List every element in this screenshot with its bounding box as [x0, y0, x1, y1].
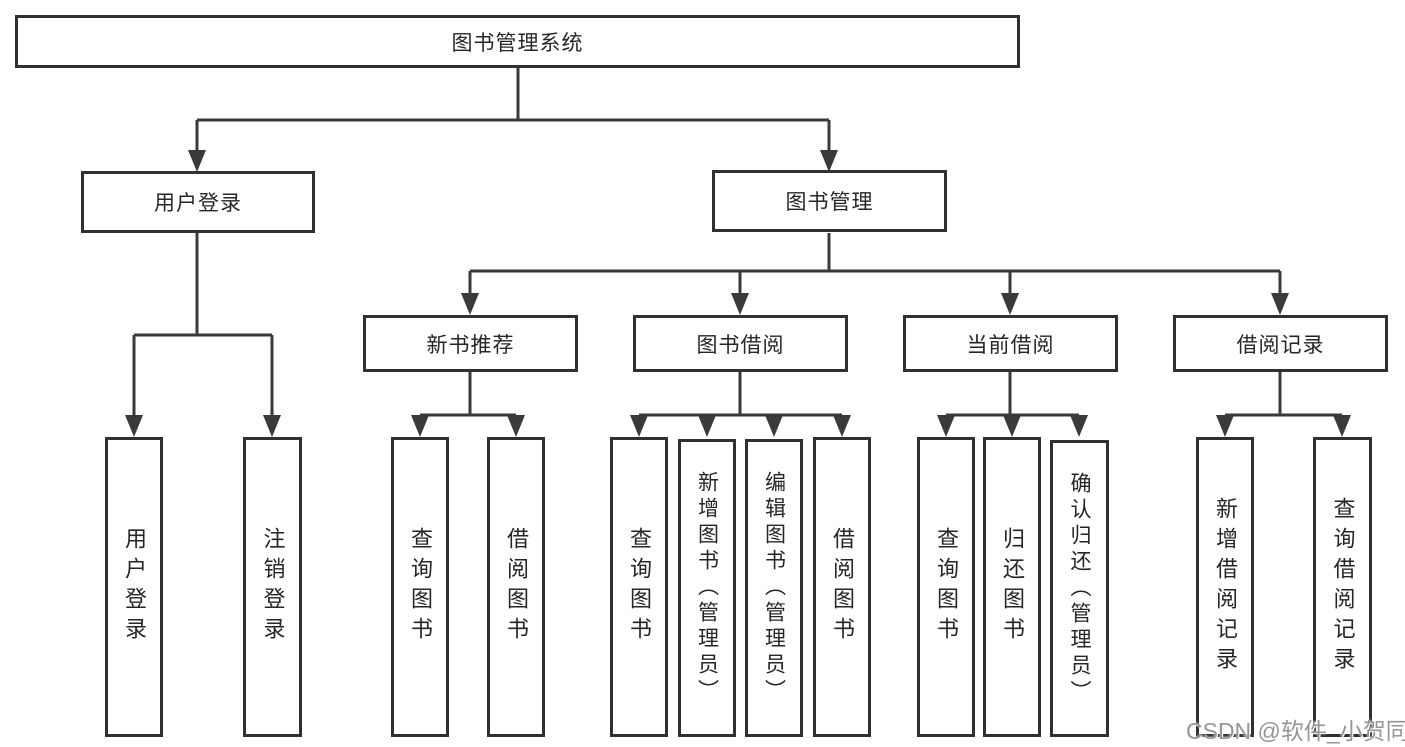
arrowheads	[125, 150, 1351, 437]
node-leaf-add-borrow-record-label: 新增借阅记录	[1213, 497, 1238, 677]
node-current-borrowing-label: 当前借阅	[966, 333, 1055, 357]
node-root-label: 图书管理系统	[451, 31, 584, 55]
node-borrow-records-label: 借阅记录	[1236, 333, 1325, 357]
node-leaf-edit-book-admin: 编辑图书（管理员）	[745, 439, 803, 737]
node-leaf-query-books-bb-label: 查询图书	[627, 527, 652, 647]
node-leaf-query-books-bb: 查询图书	[610, 437, 668, 737]
node-current-borrowing: 当前借阅	[903, 315, 1118, 372]
node-leaf-confirm-return-admin: 确认归还（管理员）	[1050, 440, 1109, 737]
watermark: CSDN @软件_小贺同学	[1186, 718, 1405, 744]
node-new-book-recommend-label: 新书推荐	[426, 333, 515, 357]
node-leaf-logout-label: 注销登录	[260, 527, 286, 647]
node-new-book-recommend: 新书推荐	[363, 315, 578, 372]
node-leaf-query-books-nb-label: 查询图书	[408, 527, 433, 647]
node-book-management-label: 图书管理	[785, 191, 874, 214]
node-book-borrowing-label: 图书借阅	[696, 333, 785, 357]
node-leaf-confirm-return-admin-label: 确认归还（管理员）	[1068, 471, 1091, 706]
node-leaf-query-borrow-record-label: 查询借阅记录	[1330, 497, 1356, 677]
node-root: 图书管理系统	[15, 15, 1020, 68]
node-user-login: 用户登录	[81, 171, 315, 233]
node-leaf-borrow-books-bb: 借阅图书	[813, 437, 871, 737]
node-leaf-add-book-admin: 新增图书（管理员）	[678, 439, 736, 737]
node-leaf-query-books-nb: 查询图书	[391, 437, 449, 737]
node-leaf-return-books-label: 归还图书	[1000, 527, 1025, 647]
node-leaf-borrow-books-nb: 借阅图书	[487, 437, 545, 737]
node-leaf-query-borrow-record: 查询借阅记录	[1313, 437, 1372, 737]
node-leaf-user-login-label: 用户登录	[122, 527, 147, 647]
node-leaf-return-books: 归还图书	[983, 437, 1041, 737]
node-leaf-edit-book-admin-label: 编辑图书（管理员）	[762, 471, 786, 705]
node-leaf-query-books-cb: 查询图书	[917, 437, 975, 737]
node-leaf-logout: 注销登录	[243, 437, 302, 737]
node-book-borrowing: 图书借阅	[633, 315, 848, 372]
node-leaf-add-book-admin-label: 新增图书（管理员）	[695, 471, 719, 705]
node-leaf-user-login: 用户登录	[105, 437, 163, 737]
node-leaf-borrow-books-bb-label: 借阅图书	[830, 527, 855, 647]
node-book-management: 图书管理	[712, 170, 947, 232]
node-leaf-query-books-cb-label: 查询图书	[934, 527, 959, 647]
node-user-login-label: 用户登录	[154, 192, 242, 215]
node-leaf-add-borrow-record: 新增借阅记录	[1196, 437, 1254, 737]
node-borrow-records: 借阅记录	[1173, 315, 1388, 372]
node-leaf-borrow-books-nb-label: 借阅图书	[504, 527, 529, 647]
